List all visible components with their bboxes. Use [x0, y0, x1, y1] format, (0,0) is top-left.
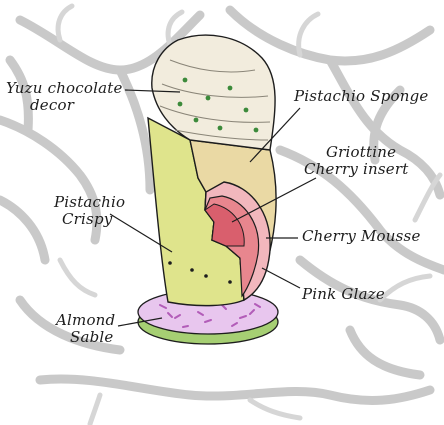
- label-griottine-line2: Cherry insert: [304, 161, 408, 178]
- label-griottine-line1: Griottine: [304, 144, 408, 161]
- label-almond-sable-line1: Almond: [56, 312, 115, 329]
- label-yuzu-line2: decor: [6, 97, 123, 114]
- label-cherry-mousse: Cherry Mousse: [302, 228, 421, 245]
- label-yuzu-chocolate: Yuzu chocolate decor: [6, 80, 123, 114]
- label-pink-glaze: Pink Glaze: [302, 286, 385, 303]
- label-pistachio-sponge: Pistachio Sponge: [294, 88, 428, 105]
- label-almond-sable: Almond Sable: [56, 312, 115, 346]
- label-griottine-cherry-insert: Griottine Cherry insert: [304, 144, 408, 178]
- label-almond-sable-line2: Sable: [56, 329, 115, 346]
- label-pistachio-crispy-line2: Crispy: [54, 211, 125, 228]
- label-pistachio-crispy: Pistachio Crispy: [54, 194, 125, 228]
- label-yuzu-line1: Yuzu chocolate: [6, 80, 123, 97]
- label-pistachio-crispy-line1: Pistachio: [54, 194, 125, 211]
